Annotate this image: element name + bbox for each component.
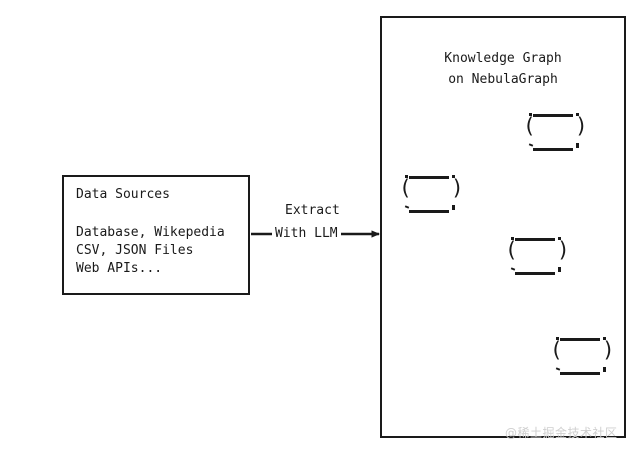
node-bottom-edge bbox=[409, 210, 449, 213]
knowledge-graph-panel: Knowledge Graph on NebulaGraph bbox=[380, 16, 626, 438]
edge-label-extract: Extract bbox=[283, 203, 342, 219]
graph-node-left[interactable]: ( ) bbox=[399, 170, 464, 218]
node-top-edge bbox=[515, 238, 555, 241]
node-corner-dot bbox=[510, 267, 516, 271]
node-corner-dot bbox=[452, 175, 455, 178]
node-corner-dot bbox=[511, 237, 514, 240]
node-corner-dot bbox=[405, 175, 408, 178]
node-right-paren: ) bbox=[451, 176, 464, 200]
graph-node-top-right[interactable]: ( ) bbox=[523, 108, 588, 156]
node-corner-dot bbox=[529, 113, 532, 116]
node-left-paren: ( bbox=[523, 114, 536, 138]
node-top-edge bbox=[560, 338, 600, 341]
node-corner-dot bbox=[576, 113, 579, 116]
node-left-paren: ( bbox=[399, 176, 412, 200]
graph-node-middle[interactable]: ( ) bbox=[505, 232, 570, 280]
node-corner-dot bbox=[528, 143, 534, 147]
node-corner-dot bbox=[603, 367, 606, 372]
graph-node-bottom-right[interactable]: ( ) bbox=[550, 332, 615, 380]
node-right-paren: ) bbox=[557, 238, 570, 262]
node-corner-dot bbox=[452, 205, 455, 210]
node-corner-dot bbox=[558, 237, 561, 240]
node-corner-dot bbox=[555, 367, 561, 371]
node-right-paren: ) bbox=[575, 114, 588, 138]
node-bottom-edge bbox=[560, 372, 600, 375]
knowledge-graph-title: Knowledge Graph on NebulaGraph bbox=[444, 51, 562, 87]
node-corner-dot bbox=[558, 267, 561, 272]
node-corner-dot bbox=[404, 205, 410, 209]
data-sources-box: Data Sources Database, Wikepedia CSV, JS… bbox=[62, 175, 250, 295]
data-sources-title: Data Sources bbox=[76, 187, 170, 202]
watermark: @稀土掘金技术社区 bbox=[505, 426, 618, 440]
node-right-paren: ) bbox=[602, 338, 615, 362]
edge-label-with-llm: With LLM bbox=[272, 226, 341, 242]
node-top-edge bbox=[409, 176, 449, 179]
node-left-paren: ( bbox=[505, 238, 518, 262]
node-corner-dot bbox=[576, 143, 579, 148]
data-sources-list: Database, Wikepedia CSV, JSON Files Web … bbox=[76, 225, 225, 276]
node-corner-dot bbox=[603, 337, 606, 340]
node-bottom-edge bbox=[533, 148, 573, 151]
node-left-paren: ( bbox=[550, 338, 563, 362]
node-top-edge bbox=[533, 114, 573, 117]
node-bottom-edge bbox=[515, 272, 555, 275]
node-corner-dot bbox=[556, 337, 559, 340]
